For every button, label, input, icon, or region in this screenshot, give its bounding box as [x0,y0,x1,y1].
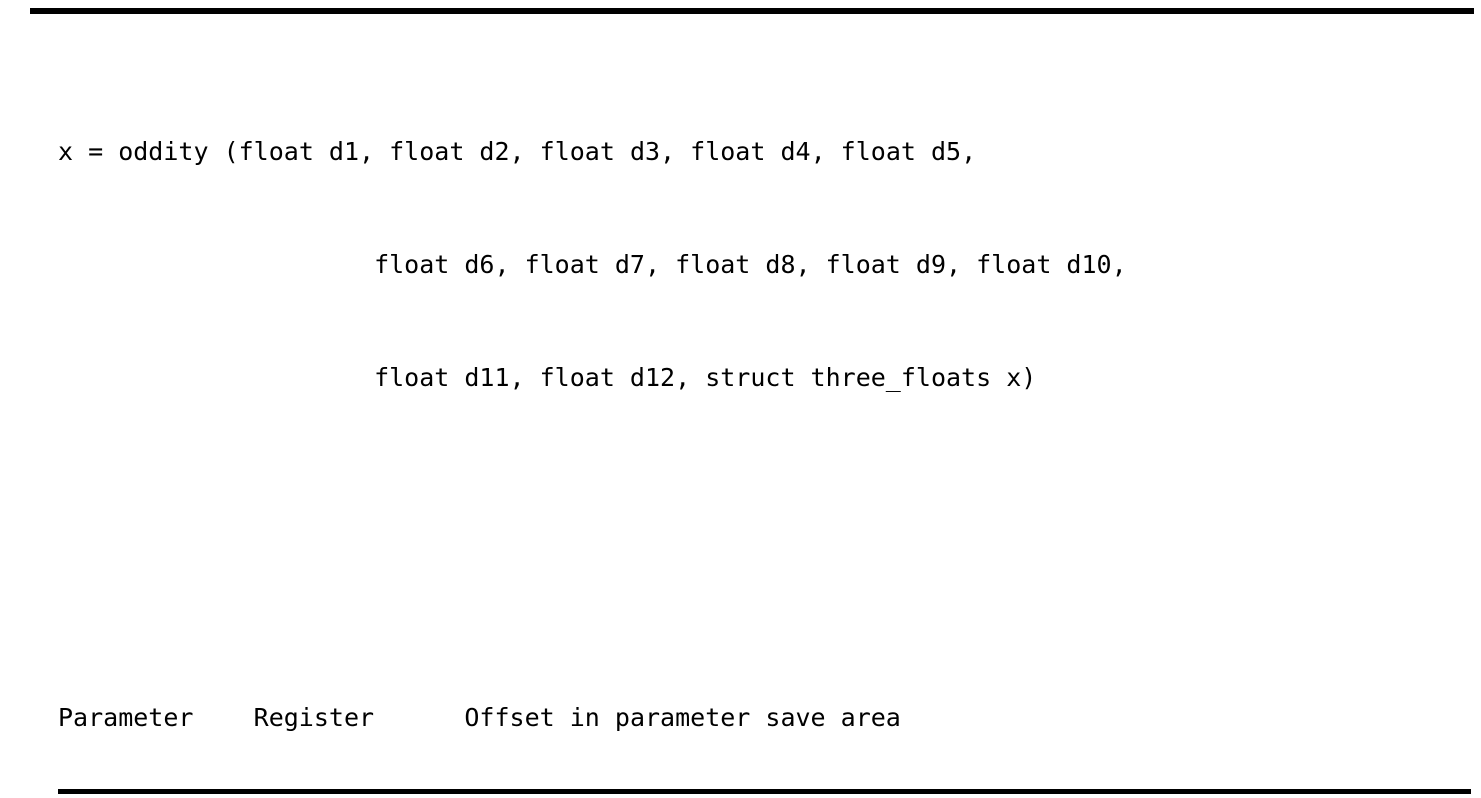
blank-line [58,510,1471,548]
code-example-block: x = oddity (float d1, float d2, float d3… [58,20,1471,798]
table-header-row: Parameter Register Offset in parameter s… [58,699,1471,737]
header-register: Register [253,702,375,732]
top-horizontal-rule [30,8,1474,14]
code-line-3: float d11, float d12, struct three_float… [374,363,1037,393]
header-parameter: Parameter [58,702,194,732]
bottom-horizontal-rule [58,789,1471,794]
code-line-2: float d6, float d7, float d8, float d9, … [374,250,1127,280]
code-line-1: x = oddity (float d1, float d2, float d3… [58,137,977,167]
header-offset: Offset in parameter save area [464,702,901,732]
